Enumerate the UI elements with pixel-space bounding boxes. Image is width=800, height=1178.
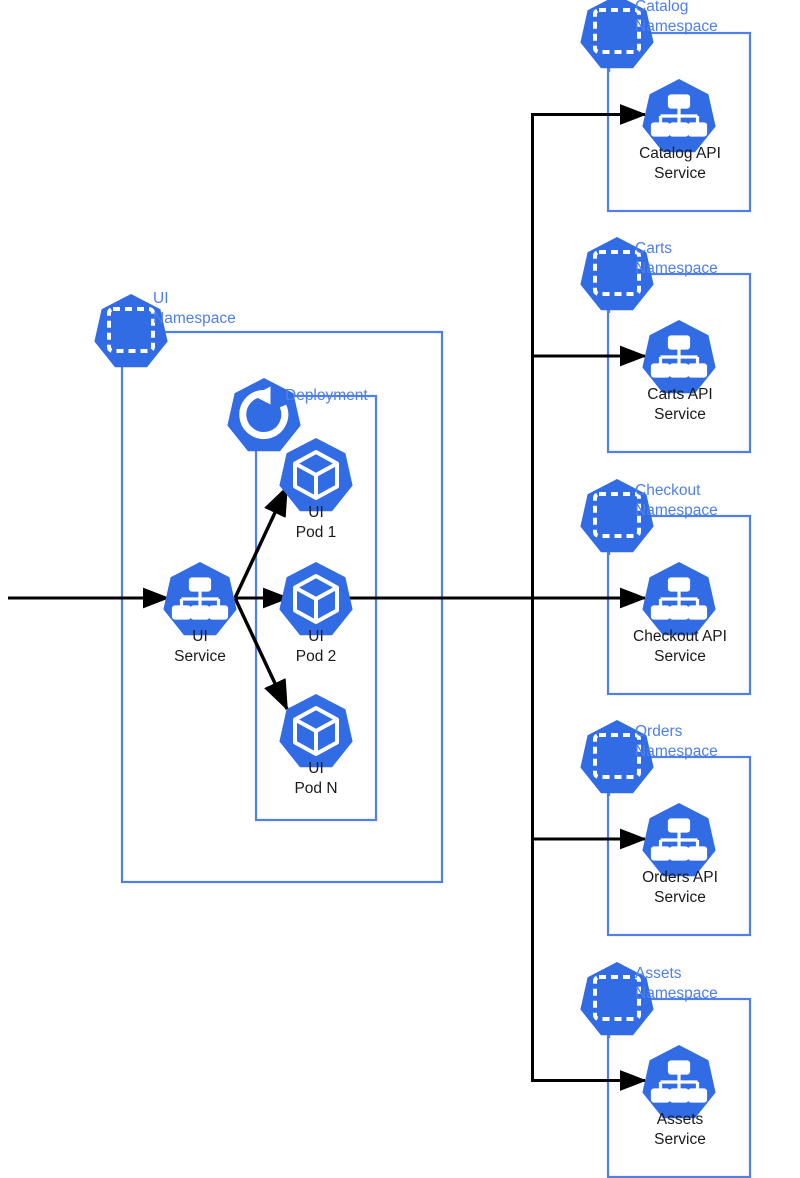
carts-namespace-label: Carts Namespace [635,240,718,278]
catalog-namespace-box [606,31,752,213]
assets-namespace-label: Assets Namespace [635,965,718,1003]
service-icon [163,562,237,636]
deployment-label: Deployment [285,387,368,404]
checkout-api-service-node[interactable] [643,560,715,638]
pod-icon [279,562,353,636]
ui-namespace-box [120,330,444,884]
namespace-icon [580,237,654,311]
orders-namespace-label: Orders Namespace [635,723,718,761]
checkout-namespace-box [606,514,752,696]
carts-namespace-node[interactable] [581,235,653,313]
checkout-namespace-label: Checkout Namespace [635,482,718,520]
namespace-icon [580,0,654,69]
arrow-to-pod-1 [233,485,289,599]
assets-service-node[interactable] [643,1043,715,1121]
ui-service-node[interactable] [164,560,236,638]
namespace-icon [94,294,168,368]
catalog-api-service-node[interactable] [643,77,715,155]
deployment-icon [227,378,301,452]
ui-namespace-node[interactable] [95,292,167,370]
catalog-namespace-label: Catalog Namespace [635,0,718,36]
pod-icon [279,438,353,512]
arrow-to-pod-n [233,597,289,711]
namespace-icon [580,479,654,553]
service-icon [642,320,716,394]
ui-pod-n-node[interactable] [280,692,352,770]
carts-api-service-node[interactable] [643,318,715,396]
deployment-node[interactable] [228,376,300,454]
assets-namespace-node[interactable] [581,960,653,1038]
deployment-box [254,394,378,822]
namespace-icon [580,720,654,794]
service-icon [642,562,716,636]
pod-icon [279,694,353,768]
assets-namespace-box [606,997,752,1178]
orders-api-service-node[interactable] [643,801,715,879]
ui-namespace-label: UI Namespace [153,290,236,328]
catalog-namespace-node[interactable] [581,0,653,71]
carts-namespace-box [606,272,752,454]
service-icon [642,803,716,877]
service-icon [642,1045,716,1119]
orders-namespace-box [606,755,752,937]
ui-pod-2-node[interactable] [280,560,352,638]
service-icon [642,79,716,153]
namespace-icon [580,962,654,1036]
orders-namespace-node[interactable] [581,718,653,796]
checkout-namespace-node[interactable] [581,477,653,555]
